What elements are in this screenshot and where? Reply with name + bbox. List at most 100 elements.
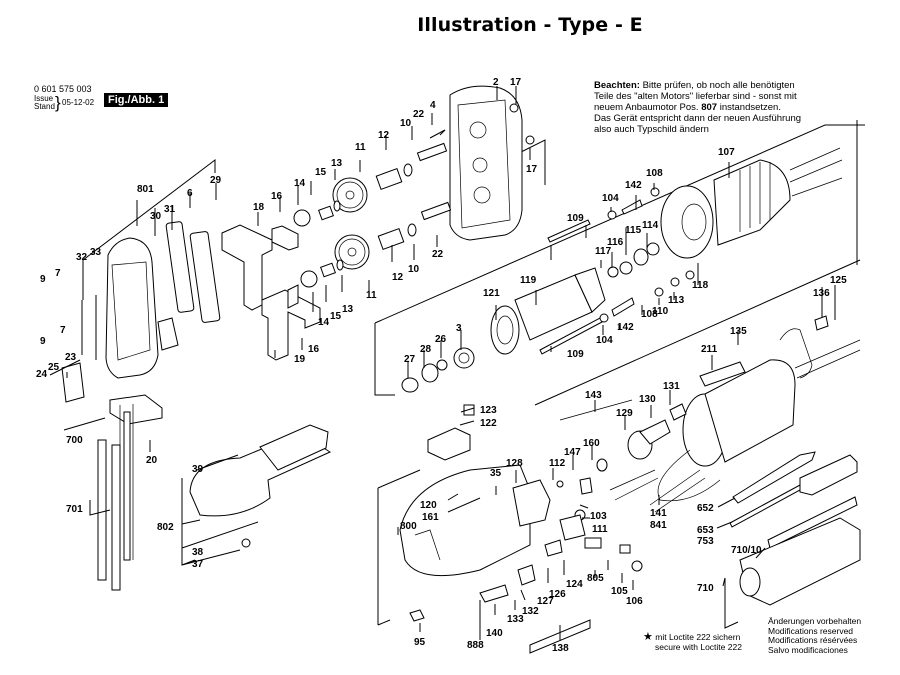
note-motor-pos: 807 bbox=[701, 102, 718, 113]
field-parts bbox=[660, 147, 843, 259]
callout-121: 121 bbox=[483, 288, 500, 299]
callout-161: 161 bbox=[422, 512, 439, 523]
callout-12: 12 bbox=[378, 130, 390, 141]
callout-125: 125 bbox=[830, 275, 847, 286]
callout-108: 108 bbox=[646, 168, 663, 179]
callout-888: 888 bbox=[467, 640, 484, 651]
callout-28: 28 bbox=[420, 344, 432, 355]
tool-parts bbox=[729, 451, 861, 606]
callout-109: 109 bbox=[567, 213, 584, 224]
callout-7: 7 bbox=[60, 325, 66, 336]
gear-parts bbox=[293, 129, 452, 288]
callout-10: 10 bbox=[400, 118, 412, 129]
callout-15: 15 bbox=[315, 167, 327, 178]
callout-95: 95 bbox=[414, 637, 426, 648]
callout-6: 6 bbox=[187, 188, 193, 199]
callout-129: 129 bbox=[616, 408, 633, 419]
body-and-switch-parts bbox=[399, 399, 706, 654]
callout-104: 104 bbox=[596, 335, 613, 346]
callout-119: 119 bbox=[520, 275, 537, 286]
callout-38: 38 bbox=[192, 547, 204, 558]
page-title: Illustration - Type - E bbox=[417, 14, 643, 36]
callout-112: 112 bbox=[549, 458, 566, 469]
callout-130: 130 bbox=[639, 394, 656, 405]
callout-841: 841 bbox=[650, 520, 667, 531]
armature-parts bbox=[401, 187, 695, 393]
callout-24: 24 bbox=[36, 369, 48, 380]
loctite-line-1: mit Loctite 222 sichern bbox=[655, 632, 741, 642]
callout-39: 39 bbox=[192, 464, 204, 475]
callout-22: 22 bbox=[432, 249, 444, 260]
callout-14: 14 bbox=[318, 317, 330, 328]
modifications-es: Salvo modificaciones bbox=[768, 644, 848, 655]
callout-805: 805 bbox=[587, 573, 604, 584]
callout-802: 802 bbox=[157, 522, 174, 533]
callout-147: 147 bbox=[564, 447, 581, 458]
callout-12: 12 bbox=[392, 272, 404, 283]
gear-housing-part bbox=[449, 85, 535, 241]
callout-710: 710 bbox=[697, 583, 714, 594]
callout-29: 29 bbox=[210, 175, 222, 186]
part-number: 0 601 575 003 bbox=[34, 84, 92, 94]
callout-17: 17 bbox=[526, 164, 538, 175]
callout-136: 136 bbox=[813, 288, 830, 299]
figure-label: Fig./Abb. 1 bbox=[104, 93, 169, 107]
callout-26: 26 bbox=[435, 334, 447, 345]
leader-lines bbox=[49, 86, 836, 640]
callout-9: 9 bbox=[40, 274, 46, 285]
callout-122: 122 bbox=[480, 418, 497, 429]
callout-3: 3 bbox=[456, 323, 462, 334]
modifications-en: Modifications reserved bbox=[768, 625, 854, 636]
callout-35: 35 bbox=[490, 468, 502, 479]
issue-label: Issue bbox=[34, 94, 54, 103]
callout-110: 110 bbox=[652, 306, 669, 317]
issue-labels: Issue Stand bbox=[34, 95, 55, 111]
callout-113: 113 bbox=[668, 295, 685, 306]
modifications-de: Änderungen vorbehalten bbox=[768, 616, 862, 626]
callout-16: 16 bbox=[308, 344, 320, 355]
callout-25: 25 bbox=[48, 362, 60, 373]
callout-701: 701 bbox=[66, 504, 83, 515]
callout-111: 111 bbox=[592, 524, 608, 535]
loctite-legend: ★ mit Loctite 222 sichern secure with Lo… bbox=[643, 631, 742, 653]
callout-120: 120 bbox=[420, 500, 437, 511]
brace-icon: } bbox=[55, 93, 61, 112]
callout-800: 800 bbox=[400, 521, 417, 532]
star-icon: ★ bbox=[643, 631, 653, 643]
callout-142: 142 bbox=[625, 180, 642, 191]
note-line-1: Bitte prüfen, ob noch alle benötigten bbox=[639, 80, 795, 91]
callout-128: 128 bbox=[506, 458, 523, 469]
callout-4: 4 bbox=[430, 100, 436, 111]
note-line-3-post: instandsetzen. bbox=[717, 102, 781, 113]
callout-11: 11 bbox=[366, 290, 377, 301]
callout-32: 32 bbox=[76, 252, 88, 263]
note-line-2: Teile des "alten Motors" lieferbar sind … bbox=[594, 91, 797, 102]
callout-23: 23 bbox=[65, 352, 77, 363]
callout-124: 124 bbox=[566, 579, 583, 590]
body-frame-bottom bbox=[377, 619, 391, 626]
callout-20: 20 bbox=[146, 455, 158, 466]
callout-138: 138 bbox=[552, 643, 569, 654]
callout-37: 37 bbox=[192, 559, 204, 570]
callout-753: 753 bbox=[697, 536, 714, 547]
callout-106: 106 bbox=[626, 596, 643, 607]
callout-22: 22 bbox=[413, 109, 425, 120]
callout-140: 140 bbox=[486, 628, 503, 639]
callout-118: 118 bbox=[692, 280, 709, 291]
modifications-notice: Änderungen vorbehalten Modifications res… bbox=[768, 616, 862, 655]
group-frames bbox=[374, 120, 865, 626]
callout-653: 653 bbox=[697, 525, 714, 536]
callout-108: 108 bbox=[641, 309, 658, 320]
note-heading: Beachten: bbox=[594, 80, 640, 91]
housing-frame bbox=[514, 139, 546, 185]
callout-109: 109 bbox=[567, 349, 584, 360]
callout-160: 160 bbox=[583, 438, 600, 449]
note-line-5: also auch Typschild ändern bbox=[594, 124, 709, 135]
callout-14: 14 bbox=[294, 178, 306, 189]
callout-132: 132 bbox=[522, 606, 539, 617]
callout-710-10: 710/10 bbox=[731, 545, 762, 556]
callout-16: 16 bbox=[271, 191, 283, 202]
callout-115: 115 bbox=[625, 225, 642, 236]
callout-801: 801 bbox=[137, 184, 154, 195]
